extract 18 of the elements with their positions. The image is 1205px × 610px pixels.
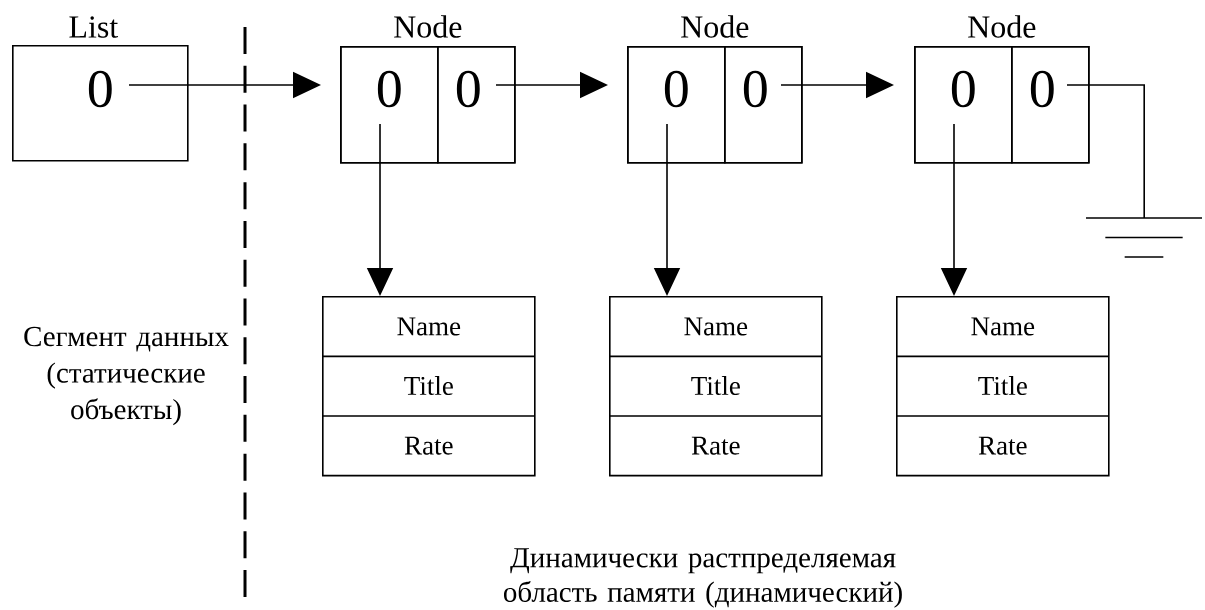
list-box: 0 List bbox=[12, 16, 189, 162]
record-box: Name Title Rate bbox=[322, 296, 536, 477]
pointer-cell: 0 bbox=[627, 46, 726, 164]
pointer-cell: 0 bbox=[340, 46, 439, 164]
record-box: Name Title Rate bbox=[609, 296, 823, 477]
node-label: Node bbox=[394, 15, 462, 38]
region-label: Сегмент данных (статические объекты) bbox=[24, 326, 229, 426]
node-label: Node bbox=[968, 15, 1036, 38]
region-label: Динамически растпределяемая область памяти (динамический) bbox=[503, 548, 902, 608]
pointer-cell: 0 bbox=[914, 46, 1013, 164]
pointer-cell: 0 bbox=[1011, 46, 1090, 164]
pointer-cell: 0 bbox=[724, 46, 803, 164]
node-label: List bbox=[69, 16, 119, 38]
connector-line bbox=[1066, 84, 1145, 219]
node-label: Node bbox=[681, 15, 749, 38]
record-box: Name Title Rate bbox=[896, 296, 1110, 477]
ground-symbol bbox=[1085, 217, 1203, 258]
pointer-cell: 0 bbox=[437, 46, 516, 164]
